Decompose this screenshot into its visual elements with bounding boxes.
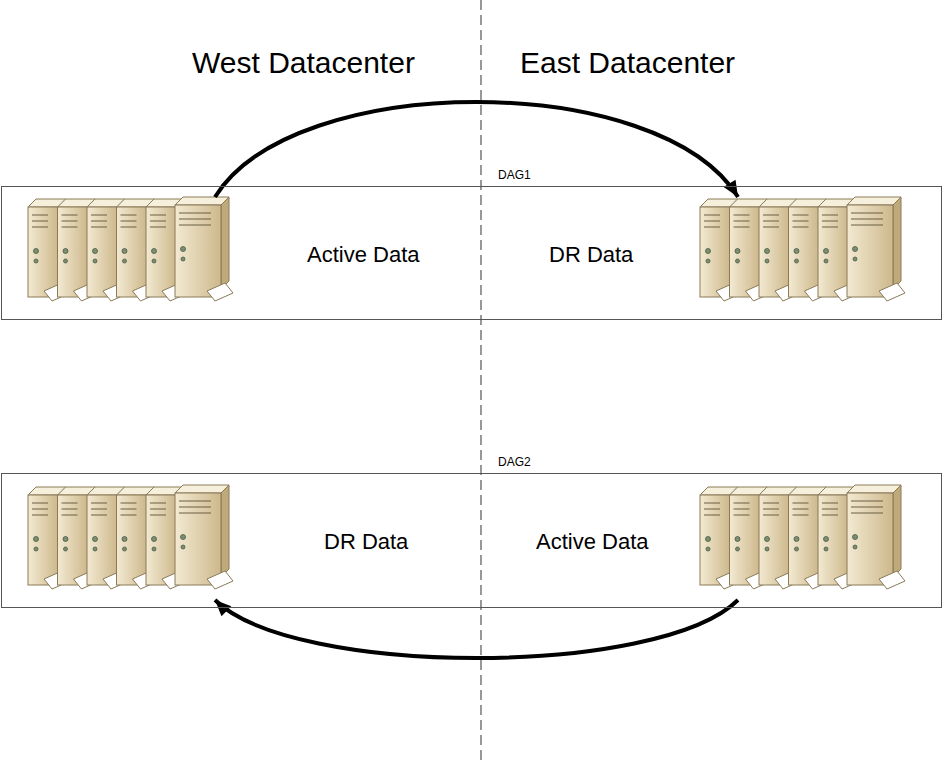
dag-band: DAG1Active DataDR Data [1, 186, 942, 320]
data-label: Active Data [307, 242, 420, 268]
server-cluster: Active Data [7, 197, 447, 313]
group-label: DAG2 [498, 455, 531, 469]
arrow-head [724, 180, 738, 197]
data-label: DR Data [324, 529, 408, 555]
arc-line [215, 102, 738, 197]
replication-arrow [215, 600, 738, 658]
arc-line [215, 600, 738, 658]
server-group [28, 197, 905, 589]
data-label: DR Data [549, 242, 633, 268]
server-cluster: DR Data [7, 484, 447, 600]
replication-arrow [215, 102, 738, 197]
group-label: DAG1 [498, 168, 531, 182]
server-cluster: Active Data [492, 484, 937, 600]
data-label: Active Data [536, 529, 649, 555]
datacenter-title: East Datacenter [520, 46, 735, 80]
datacenter-divider [480, 0, 481, 760]
server-cluster: DR Data [492, 197, 937, 313]
arrow-head [215, 600, 231, 616]
datacenter-title: West Datacenter [192, 46, 415, 80]
dag-band: DAG2DR DataActive Data [1, 473, 942, 608]
